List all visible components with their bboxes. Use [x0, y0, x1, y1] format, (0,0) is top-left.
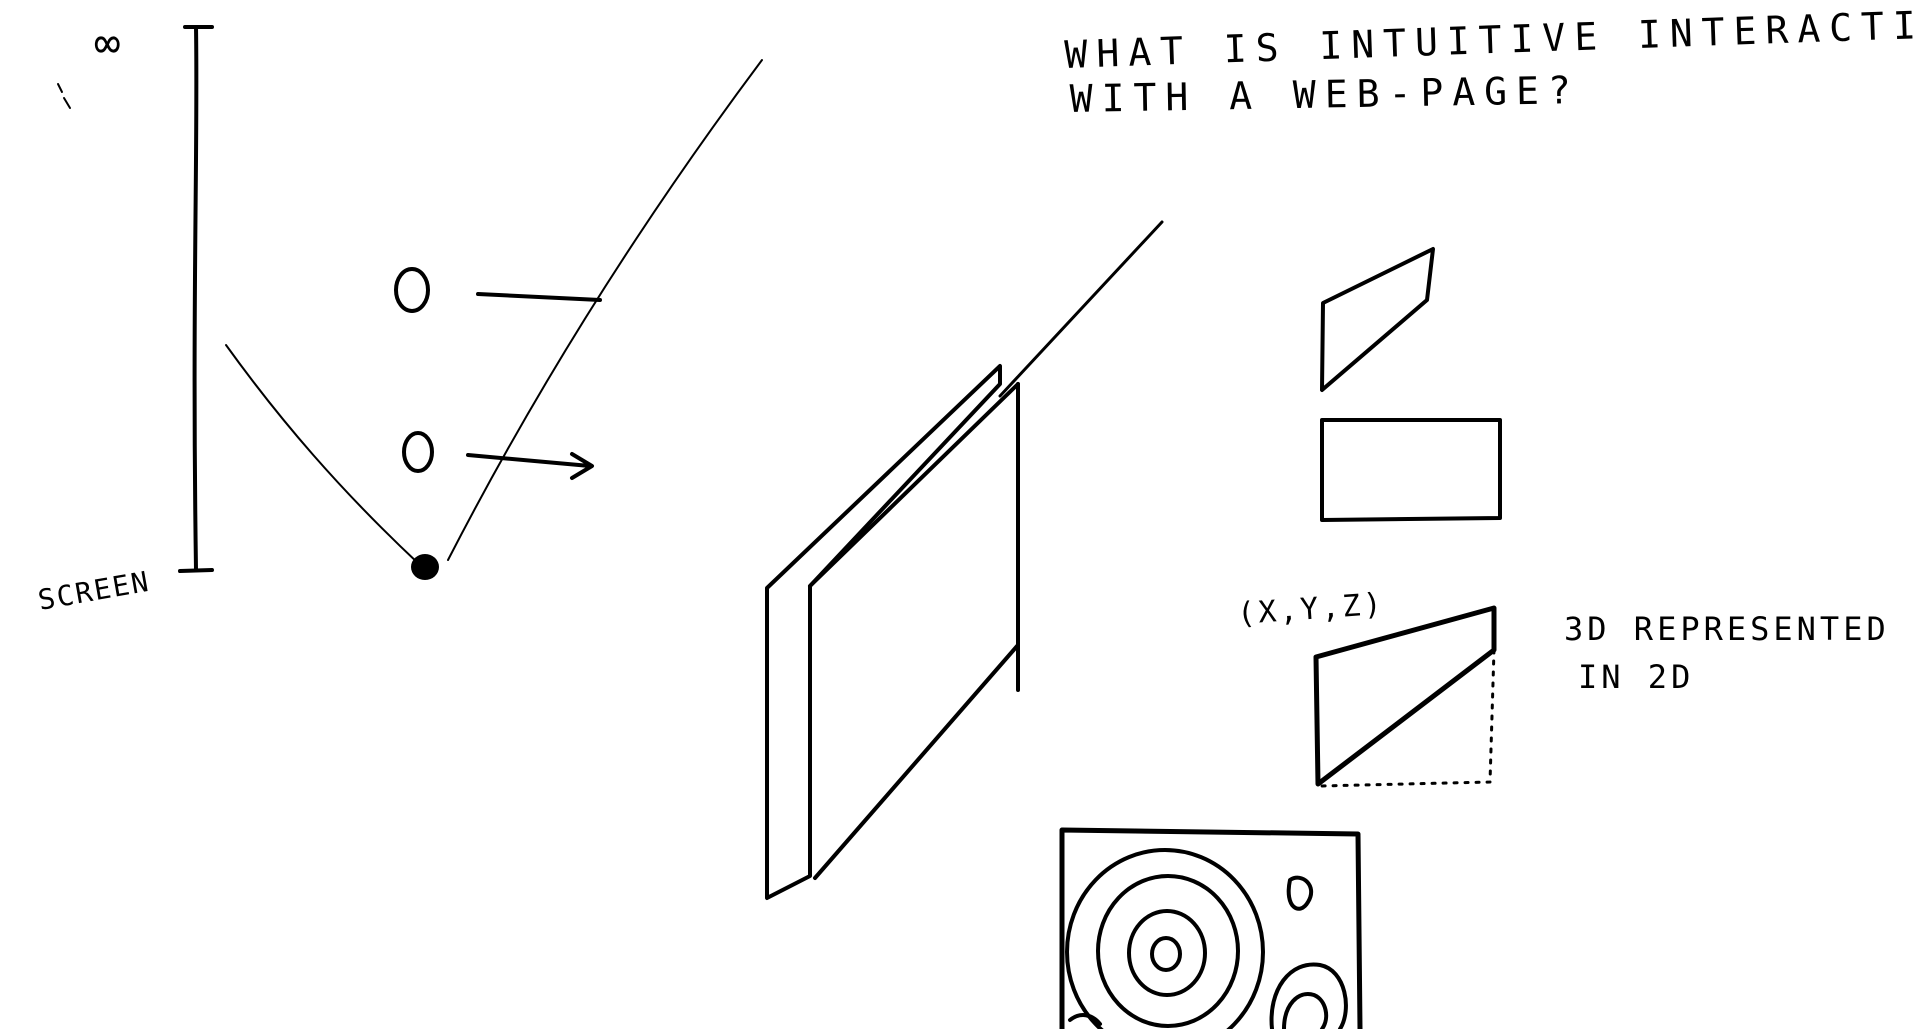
flat-panel: [1320, 418, 1502, 522]
depth-objects: [394, 267, 602, 480]
viewer-dot: [411, 554, 439, 580]
contour-map: [1059, 827, 1363, 1029]
viewer-cone: [225, 59, 763, 580]
screen-label: SCREEN: [35, 565, 152, 617]
depth-scale: ∞ SCREEN: [35, 18, 214, 617]
question-title-line-1: WHAT IS INTUITIVE INTERACTION: [1064, 1, 1920, 77]
perspective-shapes: (x,y,z) 3D REPRESENTED IN 2D: [1236, 247, 1890, 788]
object-near: [402, 431, 434, 473]
skewed-panel: [1320, 247, 1435, 392]
projected-panel: [1313, 605, 1497, 787]
arrow-right-icon: [466, 452, 594, 480]
representation-label-line-1: 3D REPRESENTED: [1564, 610, 1890, 648]
infinity-label: ∞: [94, 18, 121, 69]
representation-label-line-2: IN 2D: [1578, 658, 1694, 696]
coordinate-label: (x,y,z): [1236, 587, 1386, 632]
question-title-line-2: WITH A WEB-PAGE?: [1069, 68, 1580, 121]
object-far: [394, 267, 430, 313]
page-planes: [765, 220, 1164, 900]
